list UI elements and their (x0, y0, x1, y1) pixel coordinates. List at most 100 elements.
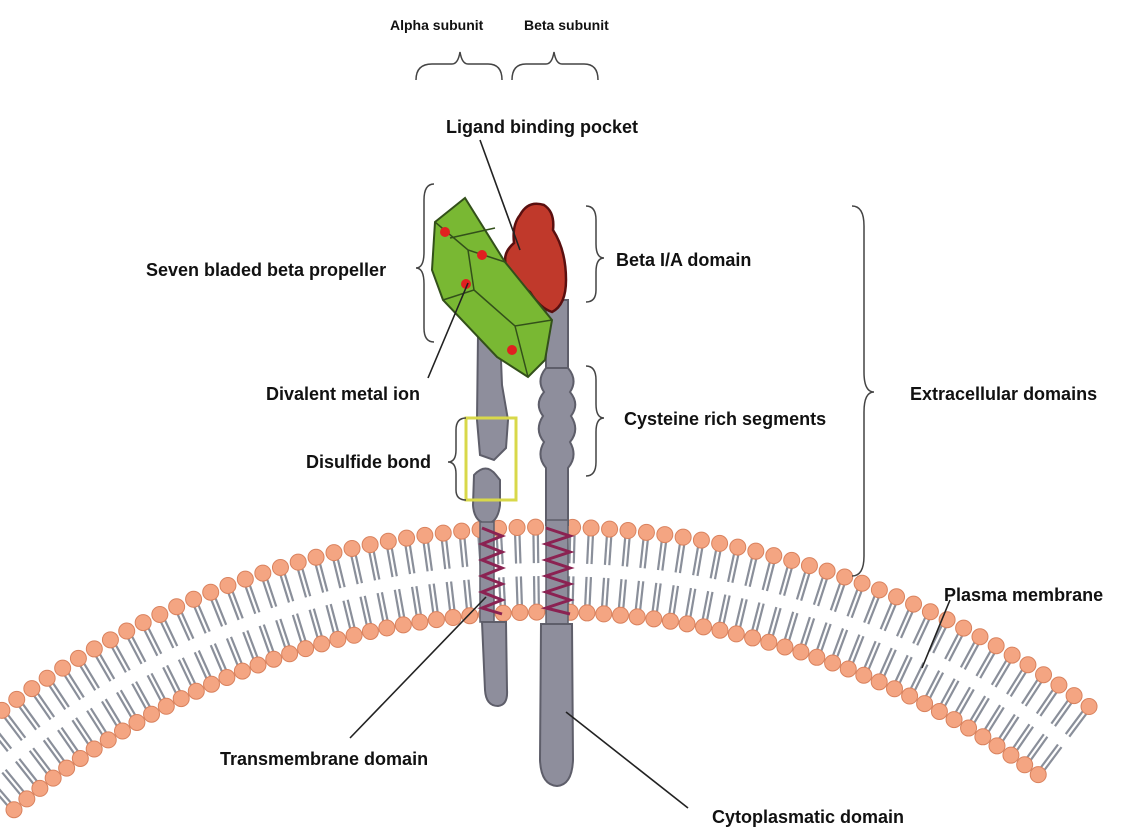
divalent-metal-ion-label: Divalent metal ion (266, 384, 420, 404)
lipid-head (638, 524, 654, 540)
lipid-head (871, 582, 887, 598)
lipid-head (854, 575, 870, 591)
lipid-head (629, 609, 645, 625)
lipid-head (102, 632, 118, 648)
lipid-head (188, 683, 204, 699)
lipid-head (777, 639, 793, 655)
cysteine-rich-segments-label: Cysteine rich segments (624, 409, 826, 429)
lipid-head (1066, 688, 1082, 704)
lipid-head (362, 623, 378, 639)
lipid-head (801, 558, 817, 574)
lipid-head (186, 591, 202, 607)
lipid-head (428, 612, 444, 628)
lipid-head (961, 720, 977, 736)
cytoplasmatic-domain-label: Cytoplasmatic domain (712, 807, 904, 827)
disulfide-bond-label: Disulfide bond (306, 452, 431, 472)
beta-cytoplasmic-tail (540, 624, 573, 786)
lipid-head (583, 520, 599, 536)
lipid-head (837, 569, 853, 585)
metal-ion-dot (477, 250, 487, 260)
lipid-head (712, 535, 728, 551)
lipid-head (657, 527, 673, 543)
lipid-head (809, 649, 825, 665)
lipid-head (114, 723, 130, 739)
lipid-head (72, 750, 88, 766)
lipid-head (119, 623, 135, 639)
lipid-head (135, 615, 151, 631)
propeller-brace (416, 184, 434, 342)
beta-ia-brace (586, 206, 604, 302)
lipid-head (158, 698, 174, 714)
lipid-head (730, 539, 746, 555)
alpha-subunit-brace (416, 52, 502, 80)
lipid-head (1030, 767, 1046, 783)
lipid-head (220, 577, 236, 593)
lipid-head (679, 616, 695, 632)
lipid-head (290, 554, 306, 570)
lipid-head (766, 548, 782, 564)
lipid-head (417, 527, 433, 543)
lipid-head (988, 638, 1004, 654)
lipid-head (330, 631, 346, 647)
lipid-head (825, 655, 841, 671)
lipid-head (55, 660, 71, 676)
lipid-head (204, 676, 220, 692)
lipid-head (1020, 657, 1036, 673)
lipid-head (819, 563, 835, 579)
ligand-binding-pocket-label: Ligand binding pocket (446, 117, 638, 137)
lipid-head (902, 688, 918, 704)
metal-ion-dot (440, 227, 450, 237)
lipid-head (793, 644, 809, 660)
lipid-head (237, 571, 253, 587)
lipid-head (840, 661, 856, 677)
lipid-head (579, 605, 595, 621)
disulfide-brace (448, 418, 466, 500)
lipid-head (529, 604, 545, 620)
lipid-head (956, 620, 972, 636)
lipid-head (152, 606, 168, 622)
lipid-head (454, 523, 470, 539)
lipid-head (298, 641, 314, 657)
lipid-head (314, 636, 330, 652)
lipid-head (59, 760, 75, 776)
lipid-head (972, 629, 988, 645)
lipid-head (784, 552, 800, 568)
lipid-head (86, 641, 102, 657)
lipid-head (871, 674, 887, 690)
alpha-leg-lower (473, 469, 500, 525)
lipid-head (693, 532, 709, 548)
lipid-head (696, 619, 712, 635)
lipid-head (528, 519, 544, 535)
lipid-head (86, 741, 102, 757)
lipid-head (255, 565, 271, 581)
lipid-head (395, 617, 411, 633)
lipid-head (380, 533, 396, 549)
lipid-head (620, 523, 636, 539)
beta-ia-domain-label: Beta I/A domain (616, 250, 751, 270)
lipid-head (675, 529, 691, 545)
lipid-head (70, 650, 86, 666)
lipid-head (282, 646, 298, 662)
lipid-head (250, 657, 266, 673)
lipid-head (975, 729, 991, 745)
lipid-head (45, 770, 61, 786)
beta-subunit-brace (512, 52, 598, 80)
lipid-head (326, 545, 342, 561)
lipid-head (509, 520, 525, 536)
lipid-head (19, 791, 35, 807)
lipid-head (308, 549, 324, 565)
lipid-head (9, 691, 25, 707)
transmembrane-domain-label: Transmembrane domain (220, 749, 428, 769)
lipid-head (1004, 647, 1020, 663)
lipid-head (602, 521, 618, 537)
lipid-head (922, 604, 938, 620)
cysteine-brace (586, 366, 604, 476)
lipid-head (1017, 757, 1033, 773)
lipid-head (362, 537, 378, 553)
lipid-head (445, 610, 461, 626)
lipid-head (435, 525, 451, 541)
lipid-head (6, 802, 22, 818)
cytoplasmatic-leader (566, 712, 688, 808)
seven-bladed-beta-propeller-label: Seven bladed beta propeller (146, 260, 386, 280)
